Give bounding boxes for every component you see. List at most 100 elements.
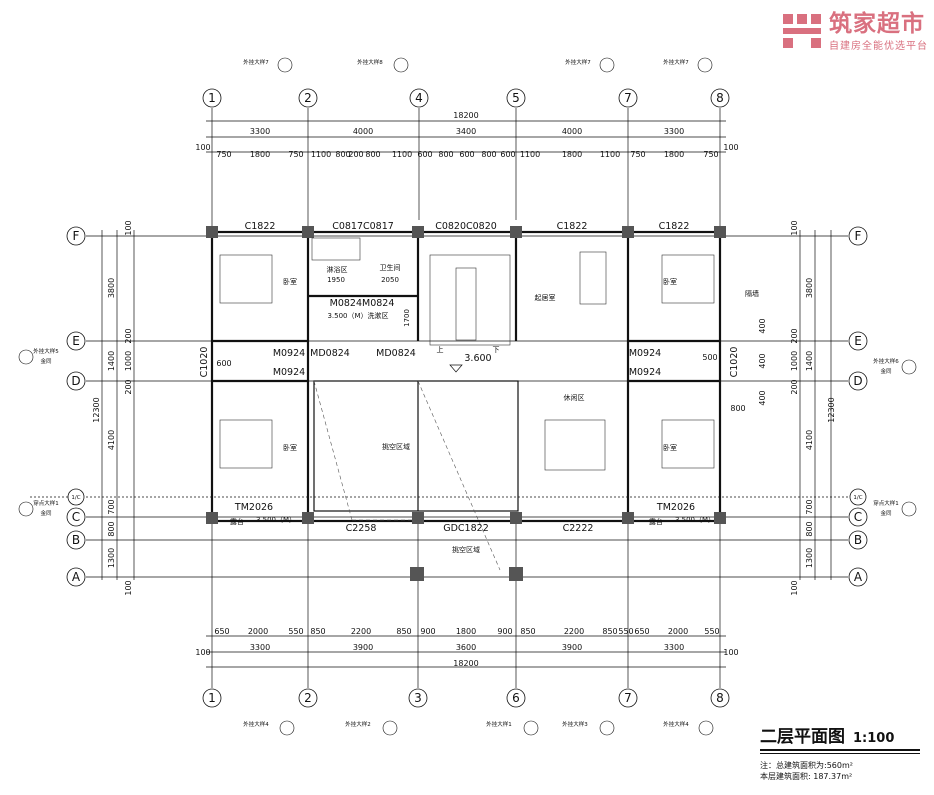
room-balcony-left: 露台 [230, 517, 244, 526]
dim-bottom-r1-10: 2200 [564, 627, 584, 636]
dim-left-r2-4: 800 [107, 521, 116, 536]
window-gdc1822: GDC1822 [443, 523, 489, 534]
window-c1822-c: C1822 [659, 221, 690, 232]
door-tm2026-left: TM2026 [234, 502, 273, 513]
dim-top-r3-right: 100 [723, 143, 738, 152]
dim-top-r2-2: 4000 [353, 127, 373, 136]
axis-left-e: E [72, 334, 80, 348]
axis-top-8: 8 [716, 91, 724, 105]
label-canopy: 隔墙 [745, 289, 759, 298]
axis-right-a: A [854, 570, 863, 584]
room-living: 起居室 [535, 293, 556, 302]
dim-top-r3-7: 1100 [392, 150, 412, 159]
room-shower-dim: 1950 [327, 276, 345, 284]
dim-bottom-r2-3: 3900 [562, 643, 582, 652]
elev-balcony-left: 3.500（M） [256, 516, 296, 524]
dim-top-r3-18: 750 [703, 150, 718, 159]
callout-bottom-4: 外挂大样4 [663, 720, 689, 728]
walls [210, 230, 722, 523]
dim-bottom-r2-4: 3300 [664, 643, 684, 652]
dim-top-r3-2: 750 [288, 150, 303, 159]
dim-600: 600 [216, 359, 231, 368]
dim-right-total: 12300 [827, 397, 836, 422]
axis-bottom-6: 6 [512, 691, 520, 705]
callout-right-c-same: 金同 [880, 509, 892, 517]
dim-bottom-r1-4: 2200 [351, 627, 371, 636]
callouts: 外挂大样7 外挂大样8 外挂大样7 外挂大样7 外挂大样5 金同 穿点大样1 金… [18, 57, 917, 736]
room-void-lower: 挑空区域 [452, 545, 480, 554]
stair-up: 上 [437, 345, 444, 354]
dim-right-r2-4: 800 [805, 521, 814, 536]
callout-bottom-2: 外挂大样1 [486, 720, 512, 728]
axis-left-b: B [72, 533, 80, 547]
bottom-dimensions: 650 2000 550 850 2200 850 900 1800 900 8… [195, 627, 738, 668]
dim-bottom-r2-1: 3900 [353, 643, 373, 652]
door-m0924-b: M0924 [629, 348, 661, 359]
window-c1822-a: C1822 [245, 221, 276, 232]
dim-bottom-r2-right: 100 [723, 648, 738, 657]
dim-right-inner-2: 400 [758, 390, 767, 405]
dim-right-r2-3: 700 [805, 499, 814, 514]
room-void: 挑空区域 [382, 442, 410, 451]
room-wash-dim: 1700 [403, 309, 411, 327]
title-underline-thin [760, 753, 920, 754]
callout-left-c-same: 金同 [40, 509, 52, 517]
dim-right-r3-2: 1000 [790, 351, 799, 371]
area-note: 注：总建筑面积为:560m² 本层建筑面积: 187.37m² [760, 760, 920, 782]
dim-top-r3-9: 800 [438, 150, 453, 159]
columns [206, 226, 726, 581]
door-m0924-c: M0924 [273, 367, 305, 378]
dim-left-total: 12300 [92, 397, 101, 422]
callout-top-1: 外挂大样8 [357, 58, 383, 66]
dim-right-r2-2: 4100 [805, 430, 814, 450]
door-m0924-d: M0924 [629, 367, 661, 378]
window-c1020-right: C1020 [729, 347, 740, 378]
brand-logo: 筑家超市 自建房全能优选平台 [781, 10, 928, 52]
dim-bottom-r1-1: 2000 [248, 627, 268, 636]
note-floor-area: 本层建筑面积: 187.37m² [760, 772, 853, 781]
drawing-title: 二层平面图 [760, 727, 845, 747]
dim-right-r3-4: 100 [790, 580, 799, 595]
drawing-title-block: 二层平面图 1:100 注：总建筑面积为:560m² 本层建筑面积: 187.37… [760, 722, 920, 782]
axis-left-a: A [72, 570, 81, 584]
axis-top-1: 1 [208, 91, 216, 105]
axis-left-f: F [73, 229, 80, 243]
dim-bottom-r1-5: 850 [396, 627, 411, 636]
dim-top-r3-1: 1800 [250, 150, 270, 159]
dim-top-r2-5: 3300 [664, 127, 684, 136]
room-bedroom-nw: 卧室 [283, 277, 297, 286]
room-shower: 淋浴区 [327, 265, 348, 274]
callout-right-e-same: 金同 [880, 367, 892, 375]
dim-left-r3-3: 200 [124, 379, 133, 394]
axis-right-f: F [855, 229, 862, 243]
room-toilet: 卫生间 [380, 263, 401, 272]
dim-bottom-r1-2: 550 [288, 627, 303, 636]
left-axis-markers: F E D C B A 1/C [66, 226, 86, 587]
dim-top-r3-13: 1100 [520, 150, 540, 159]
elevation-marker-icon [449, 364, 463, 373]
room-washing: 3.500（M）洗漱区 [327, 311, 388, 320]
dim-top-r3-left: 100 [195, 143, 210, 152]
dim-bottom-r1-11: 850 [602, 627, 617, 636]
dim-top-r3-17: 1800 [664, 150, 684, 159]
drawing-scale: 1:100 [853, 731, 895, 746]
dim-bottom-r1-13: 650 [634, 627, 649, 636]
dim-right-r3-3: 200 [790, 379, 799, 394]
callout-top-0: 外挂大样7 [243, 58, 269, 66]
window-c2258: C2258 [346, 523, 377, 534]
dim-top-r3-0: 750 [216, 150, 231, 159]
axis-bottom-1: 1 [208, 691, 216, 705]
dim-bottom-r1-12: 550 [618, 627, 633, 636]
dim-bottom-r1-14: 2000 [668, 627, 688, 636]
dimension-lines [30, 108, 848, 688]
bottom-axis-markers: 1 2 3 6 7 8 [202, 688, 730, 708]
dim-bottom-r1-7: 1800 [456, 627, 476, 636]
void-diagonal [313, 380, 501, 571]
note-prefix: 注： [760, 761, 776, 770]
axis-left-d: D [71, 374, 80, 388]
axis-right-d: D [853, 374, 862, 388]
room-balcony-right: 露台 [649, 517, 663, 526]
elev-landing: 3.600 [464, 353, 491, 364]
dim-bottom-total: 18200 [453, 659, 478, 668]
